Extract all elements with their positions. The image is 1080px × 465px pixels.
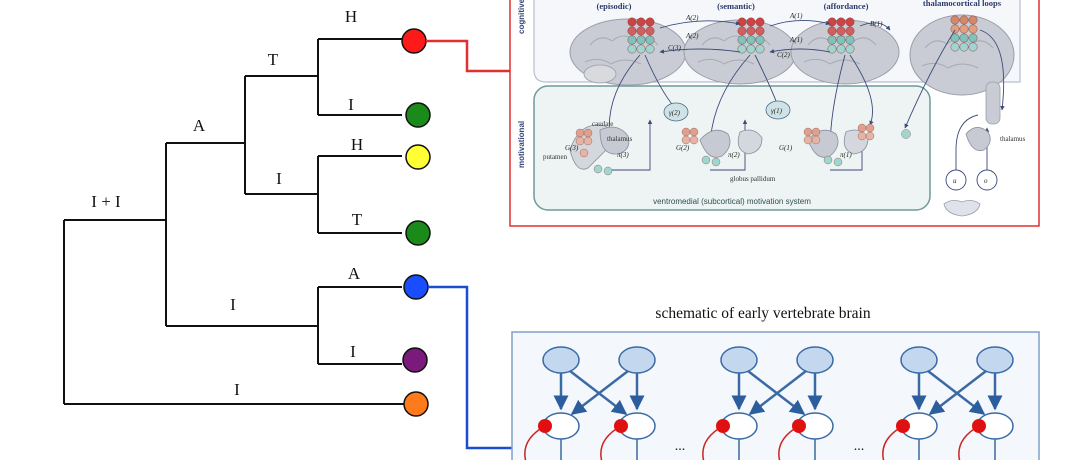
leaf-node-outgroup — [403, 391, 429, 417]
label-a1-2: A(1) — [789, 36, 803, 44]
label-u: u — [953, 177, 957, 185]
label-b1: B(1) — [870, 20, 883, 28]
label-g1: G(1) — [779, 144, 793, 152]
cognitive-side-label: cognitive — [517, 0, 526, 34]
label-thalamus-right: thalamus — [1000, 135, 1026, 143]
label-caudate: caudate — [592, 120, 613, 128]
top-brain-panel: cognitive motivational (episodic) (seman… — [509, 0, 1040, 227]
title-episodic: (episodic) — [597, 1, 632, 11]
label-g2: G(2) — [676, 144, 690, 152]
label-gamma2: γ(2) — [669, 109, 681, 117]
brain-thalamocortical — [909, 14, 1015, 125]
brain-episodic — [569, 18, 687, 86]
label-a1-1: A(1) — [789, 12, 803, 20]
leaf-label-h1: H — [345, 7, 357, 26]
motivation-system-label: ventromedial (subcortical) motivation sy… — [653, 197, 811, 206]
o-node — [976, 169, 998, 191]
leaf-node-i1 — [405, 102, 431, 128]
label-thalamus-inner: thalamus — [607, 135, 633, 143]
label-c2: C(2) — [777, 51, 791, 59]
blue-connector — [428, 285, 512, 450]
leaf-node-a — [403, 274, 429, 300]
label-pi2: π(2) — [728, 151, 740, 159]
leaf-label-i2: I — [350, 342, 356, 361]
spinal-cord-icon — [943, 200, 981, 217]
title-semantic: (semantic) — [717, 1, 755, 11]
leaf-node-h1 — [401, 28, 427, 54]
title-affordance: (affordance) — [824, 1, 869, 11]
label-a2-1: A(2) — [685, 14, 699, 22]
label-o: o — [984, 177, 988, 185]
tree-labels: I + I A I I T I H I H T A I — [91, 7, 363, 399]
branch-label-outgroup: I — [234, 380, 240, 399]
phylogenetic-tree — [63, 38, 404, 405]
leaf-nodes — [401, 28, 431, 417]
gamma-node-1 — [765, 100, 791, 120]
ellipsis-1: ... — [675, 439, 686, 454]
label-putamen: putamen — [543, 153, 568, 161]
leaf-node-h2 — [405, 144, 431, 170]
branch-label-i-clade: I — [276, 169, 282, 188]
motif-group-2 — [702, 346, 834, 465]
label-g3: G(3) — [565, 144, 579, 152]
ellipsis-2: ... — [854, 439, 865, 454]
gamma-node-2 — [663, 102, 689, 122]
label-gamma1: γ(1) — [771, 107, 783, 115]
leaf-label-a: A — [348, 264, 361, 283]
motivation-box — [533, 85, 931, 211]
leaf-label-h2: H — [351, 135, 363, 154]
label-c3: C(3) — [668, 44, 682, 52]
branch-label-t-clade: T — [268, 50, 279, 69]
root-label: I + I — [91, 192, 121, 211]
label-globus-pallidum: globus pallidum — [730, 175, 776, 183]
brain-affordance — [790, 19, 900, 85]
branch-label-lower: I — [230, 295, 236, 314]
gamma-nodes — [663, 100, 791, 122]
label-pi1: π(1) — [840, 151, 852, 159]
motivational-side-label: motivational — [517, 121, 526, 168]
neuron-clusters — [627, 15, 978, 54]
red-connector — [426, 39, 510, 73]
bottom-brain-panel: ... ... — [511, 331, 1040, 465]
basal-ganglia-clusters — [575, 123, 911, 176]
leaf-label-i1: I — [348, 95, 354, 114]
u-node — [945, 169, 967, 191]
io-nodes — [945, 169, 998, 191]
label-pi3: π(3) — [617, 151, 629, 159]
bottom-panel-title: schematic of early vertebrate brain — [655, 305, 870, 322]
label-a2-2: A(2) — [685, 32, 699, 40]
title-thalamocortical: thalamocortical loops — [923, 0, 1002, 8]
leaf-node-t — [405, 220, 431, 246]
leaf-node-i2 — [402, 347, 428, 373]
branch-label-upper: A — [193, 116, 206, 135]
leaf-label-t: T — [352, 210, 363, 229]
